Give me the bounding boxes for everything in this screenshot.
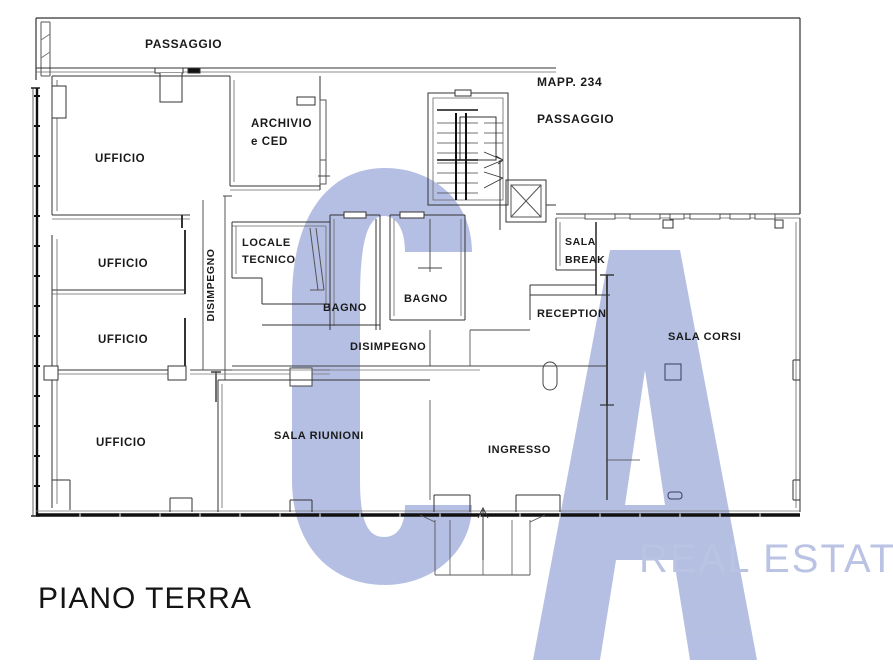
reception-walls: [470, 274, 614, 405]
label-passaggio-top: PASSAGGIO: [145, 37, 222, 51]
plan-linework: [31, 17, 801, 576]
label-passaggio-right: PASSAGGIO: [537, 112, 614, 126]
elevator-shaft: [499, 160, 556, 230]
disimpegno-central-walls: [232, 330, 480, 371]
watermark-group: REAL ESTATE: [292, 168, 893, 660]
label-bagno-right: BAGNO: [404, 293, 448, 305]
label-disimpegno-vertical: DISIMPEGNO: [205, 248, 217, 321]
label-ufficio-3: UFFICIO: [98, 334, 148, 346]
passaggio-top-walls: [36, 67, 556, 73]
label-sala-corsi: SALA CORSI: [668, 331, 741, 343]
sala-break-walls: [529, 218, 597, 320]
label-archivio-ced-1: ARCHIVIO: [251, 118, 312, 130]
label-disimpegno-center: DISIMPEGNO: [350, 341, 426, 353]
label-sala-break-2: BREAK: [565, 254, 605, 266]
label-archivio-ced-2: e CED: [251, 136, 288, 148]
label-ufficio-1: UFFICIO: [95, 153, 145, 165]
label-locale-tecnico-2: TECNICO: [242, 254, 296, 266]
watermark-tagline: REAL ESTATE: [639, 537, 893, 581]
disimpegno-corridor-walls: [202, 195, 232, 402]
outer-walls: [35, 17, 801, 214]
label-sala-riunioni: SALA RIUNIONI: [274, 430, 364, 442]
passaggio-doors: [154, 67, 201, 103]
locale-tecnico-walls: [231, 221, 330, 305]
ufficio-dividers: [43, 230, 193, 512]
sala-riunioni-walls: [217, 379, 430, 512]
stairwell: [427, 89, 509, 206]
label-bagno-left: BAGNO: [323, 302, 367, 314]
plan-text-labels: MAPP. 234 PASSAGGIO PASSAGGIO ARCHIVIO e…: [95, 37, 741, 456]
watermark-letter-c: [292, 168, 472, 585]
label-mapp-234: MAPP. 234: [537, 75, 602, 89]
misc-interior-lines: [429, 330, 640, 500]
sala-corsi-walls: [600, 218, 801, 512]
label-reception: RECEPTION: [537, 308, 607, 320]
label-ufficio-2: UFFICIO: [98, 258, 148, 270]
left-dimension-wall: [31, 87, 40, 517]
label-ufficio-4: UFFICIO: [96, 437, 146, 449]
bottom-wall: [36, 510, 800, 517]
label-ingresso: INGRESSO: [488, 444, 551, 456]
ingresso-walls: [419, 494, 561, 576]
label-sala-break-1: SALA: [565, 236, 596, 248]
right-corridor-openings: [556, 213, 800, 229]
archivio-ced-walls: [229, 76, 330, 191]
page-title: PIANO TERRA: [38, 582, 252, 615]
label-locale-tecnico-1: LOCALE: [242, 237, 291, 249]
top-left-opening: [40, 21, 51, 77]
ufficio-1-walls: [51, 75, 230, 228]
bagno-right-walls: [389, 211, 466, 321]
watermark-letter-a: [533, 250, 757, 660]
